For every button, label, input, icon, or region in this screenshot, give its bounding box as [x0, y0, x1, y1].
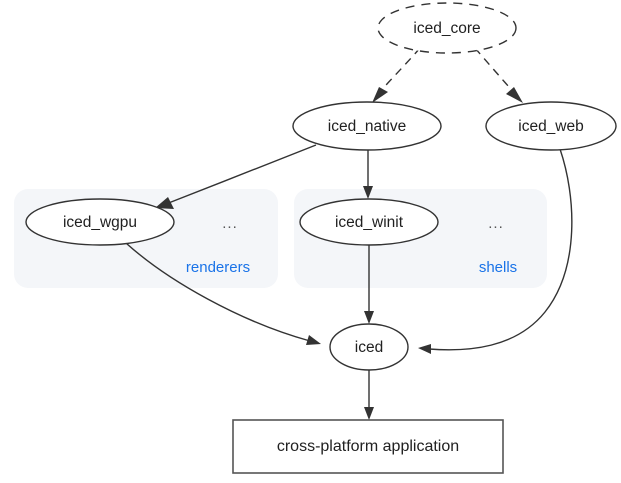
node-iced-web[interactable]: iced_web: [485, 101, 617, 151]
node-iced-native-shape[interactable]: [292, 101, 442, 151]
edge-web-to-iced-arrowhead: [418, 344, 431, 354]
node-iced-core-label: iced_core: [413, 20, 480, 37]
node-iced-winit-shape[interactable]: [299, 198, 439, 246]
node-iced-wgpu-label: iced_wgpu: [63, 214, 137, 231]
node-iced-winit-label: iced_winit: [335, 214, 404, 231]
edge-iced-to-app: [364, 370, 374, 420]
node-iced-winit[interactable]: iced_winit: [299, 198, 439, 246]
edge-winit-to-iced: [364, 245, 374, 324]
edge-native-to-winit-arrowhead: [363, 186, 373, 199]
edge-iced-to-app-arrowhead: [364, 407, 374, 420]
node-cross-platform-application-label: cross-platform application: [277, 438, 459, 455]
edge-native-to-winit: [363, 150, 373, 199]
edge-native-to-wgpu: [155, 144, 317, 209]
edge-wgpu-to-iced-arrowhead: [306, 335, 321, 345]
edge-winit-to-iced-arrowhead: [364, 311, 374, 324]
node-iced-web-label: iced_web: [518, 118, 584, 135]
edge-core-to-web: [474, 47, 523, 103]
node-iced-label: iced: [355, 339, 383, 356]
node-iced-core-shape[interactable]: [377, 2, 517, 54]
node-iced-native[interactable]: iced_native: [292, 101, 442, 151]
node-iced-wgpu-shape[interactable]: [25, 198, 175, 246]
renderers-ellipsis: ...: [222, 215, 238, 232]
edge-web-to-iced-line: [428, 148, 573, 351]
edge-native-to-wgpu-line: [165, 144, 317, 205]
node-iced-web-shape[interactable]: [485, 101, 617, 151]
node-cross-platform-application[interactable]: cross-platform application: [232, 419, 504, 474]
edge-wgpu-to-iced-line: [125, 242, 311, 342]
cluster-shells-label: shells: [479, 259, 517, 276]
node-iced-wgpu[interactable]: iced_wgpu: [25, 198, 175, 246]
edge-core-to-web-line: [474, 47, 517, 96]
shells-ellipsis: ...: [488, 215, 504, 232]
edge-core-to-native-arrowhead: [372, 87, 388, 103]
edge-core-to-native-line: [377, 47, 421, 95]
node-iced-native-label: iced_native: [328, 118, 406, 135]
cluster-renderers-label: renderers: [186, 259, 250, 276]
node-iced-core[interactable]: iced_core: [377, 2, 517, 54]
edge-native-to-wgpu-arrowhead: [155, 197, 174, 209]
node-iced-shape[interactable]: [329, 323, 409, 371]
edge-wgpu-to-iced: [125, 242, 321, 345]
node-iced[interactable]: iced: [329, 323, 409, 371]
edge-core-to-web-arrowhead: [506, 87, 523, 103]
edge-core-to-native: [372, 47, 421, 103]
edge-web-to-iced: [418, 148, 573, 354]
node-cross-platform-application-shape[interactable]: [232, 419, 504, 474]
